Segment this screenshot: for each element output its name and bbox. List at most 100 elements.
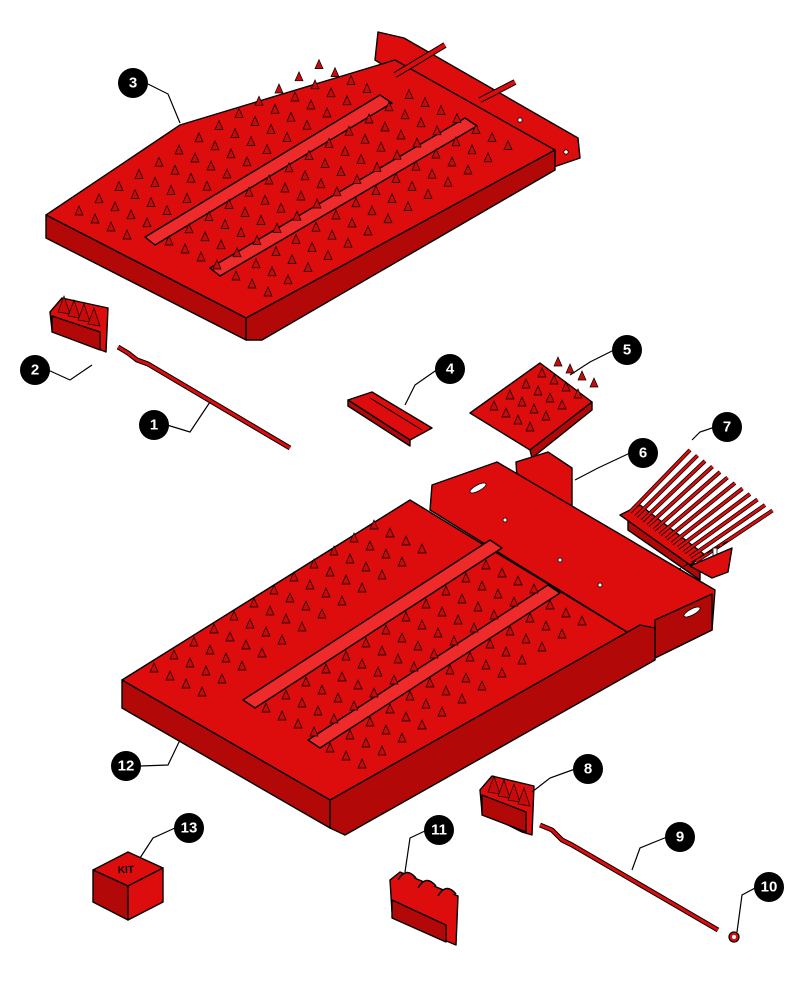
grate-tooth <box>403 200 413 211</box>
grate-tooth <box>363 225 373 236</box>
part-3-upper-grate[interactable] <box>45 31 581 341</box>
grate-tooth <box>242 155 252 167</box>
grate-tooth <box>271 245 281 256</box>
grate-tooth <box>197 686 207 697</box>
comb-finger <box>629 449 691 513</box>
grate-tooth <box>317 608 327 619</box>
grate-tooth <box>182 192 192 203</box>
part-10-clip[interactable] <box>728 931 740 943</box>
grate-tooth <box>545 599 555 610</box>
grate-tooth <box>341 650 351 661</box>
grate-tooth <box>541 410 551 421</box>
callout-6-label: 6 <box>639 445 647 462</box>
grate-tooth <box>361 737 371 748</box>
grate-tooth <box>517 654 527 665</box>
callout-6: 6 <box>628 438 658 468</box>
comb-finger <box>677 493 751 549</box>
grate-tooth <box>300 169 310 181</box>
comb-finger <box>635 454 699 518</box>
grate-tooth <box>263 286 273 297</box>
grate-tooth <box>146 196 156 207</box>
grate-tooth <box>437 606 447 617</box>
callout-3-label: 3 <box>129 75 137 92</box>
callout-7: 7 <box>712 412 742 442</box>
grate-tooth <box>405 690 415 701</box>
part-7-finger-comb[interactable] <box>619 448 774 581</box>
callout-7-label: 7 <box>723 419 731 436</box>
grate-tooth <box>361 561 371 572</box>
comb-finger <box>671 487 744 545</box>
grate-tooth <box>381 624 391 635</box>
grate-tooth <box>340 145 350 156</box>
grate-tooth <box>225 631 235 642</box>
grate-tooth <box>257 647 267 658</box>
grate-tooth <box>306 99 316 110</box>
grate-tooth <box>360 133 370 144</box>
part-8-comb[interactable] <box>479 774 535 836</box>
grate-tooth <box>457 693 467 704</box>
grate-tooth <box>336 165 346 176</box>
part-13-kit-box[interactable]: KIT <box>92 851 164 921</box>
grate-tooth <box>549 374 559 385</box>
part-2-comb[interactable] <box>49 294 109 353</box>
grate-tooth <box>377 569 387 580</box>
grate-tooth <box>309 558 319 569</box>
grate-tooth <box>285 592 295 603</box>
grate-tooth <box>150 176 160 187</box>
grate-tooth <box>384 100 394 112</box>
grate-tooth <box>445 664 455 675</box>
grate-tooth <box>196 251 206 262</box>
grate-tooth <box>372 161 382 172</box>
grate-tooth <box>477 580 487 591</box>
part-11-clip-bracket[interactable] <box>389 871 459 946</box>
grate-tooth <box>277 634 287 645</box>
grate-tooth <box>345 553 355 564</box>
grate-tooth <box>304 149 314 160</box>
grate-tooth <box>425 677 435 688</box>
grate-tooth <box>469 622 479 633</box>
grate-tooth <box>337 671 347 682</box>
grate-tooth <box>416 116 426 128</box>
comb-finger <box>665 482 736 540</box>
callout-1: 1 <box>139 410 169 440</box>
part-5-grate-section[interactable] <box>469 356 599 459</box>
callout-9-label: 9 <box>676 829 684 846</box>
grate-tooth <box>427 168 437 179</box>
grate-tooth <box>397 732 407 743</box>
grate-tooth <box>270 103 280 114</box>
grate-tooth <box>457 593 467 604</box>
grate-tooth <box>244 186 254 197</box>
grate-tooth <box>553 356 563 367</box>
grate-tooth <box>463 164 473 175</box>
grate-tooth <box>505 625 515 636</box>
grate-tooth <box>122 229 132 240</box>
grate-tooth <box>371 184 381 195</box>
grate-tooth <box>353 679 363 690</box>
part-1-rod[interactable] <box>116 344 292 451</box>
part-9-rod[interactable] <box>539 822 720 933</box>
grate-tooth <box>184 222 194 234</box>
grate-tooth <box>266 123 276 134</box>
grate-tooth <box>493 588 503 599</box>
grate-tooth <box>432 124 442 136</box>
grate-tooth <box>529 403 539 414</box>
grate-tooth <box>467 143 477 155</box>
grate-tooth <box>110 200 120 212</box>
grate-tooth <box>356 153 366 164</box>
grate-tooth <box>341 750 351 761</box>
part-12-lower-grate[interactable] <box>121 461 716 836</box>
grate-tooth <box>284 161 294 173</box>
grate-tooth <box>94 192 104 204</box>
grate-tooth <box>461 572 471 583</box>
grate-tooth <box>545 392 555 403</box>
grate-tooth <box>309 726 319 737</box>
grate-tooth <box>561 381 571 392</box>
grate-tooth <box>342 94 352 106</box>
grate-tooth <box>221 652 231 663</box>
grate-tooth <box>447 156 457 167</box>
callout-8-label: 8 <box>584 761 592 778</box>
grate-tooth <box>245 618 255 629</box>
grate-tooth <box>417 619 427 630</box>
part-4-bracket[interactable] <box>347 391 433 447</box>
grate-tooth <box>286 111 296 122</box>
